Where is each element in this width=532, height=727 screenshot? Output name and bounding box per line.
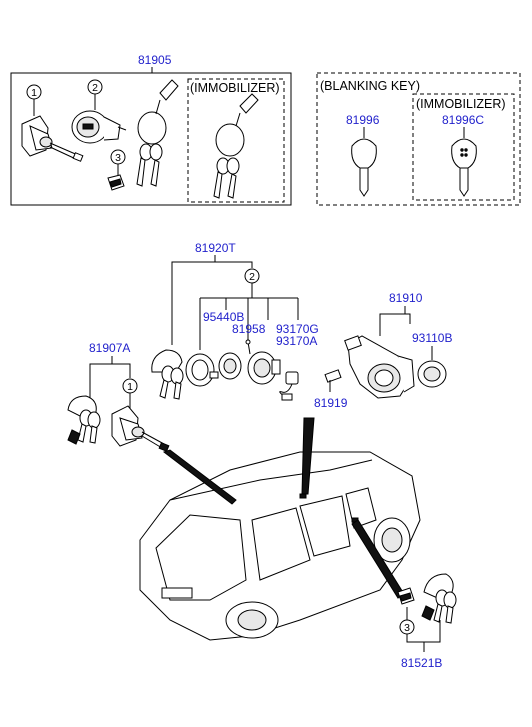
leader-81910-right	[405, 313, 411, 324]
key-set-immobilizer-top	[213, 93, 259, 199]
lock-clip-top	[107, 174, 125, 191]
lock-clip-bottom	[397, 587, 415, 605]
door-lock-cylinder-top	[21, 115, 84, 162]
steering-lock-body	[344, 335, 415, 399]
pin-81958	[245, 339, 251, 355]
door-lock-cylinder-mid	[111, 405, 170, 452]
part-number-81919[interactable]: 81919	[314, 396, 348, 410]
key-set-top	[136, 79, 179, 187]
blank-key-81996c	[451, 138, 477, 197]
immobilizer-coil-93110b	[417, 360, 447, 388]
part-number-93170a[interactable]: 93170A	[276, 334, 317, 348]
connector-81919	[324, 369, 342, 392]
leader-81920t-right	[215, 261, 253, 268]
leader-81907a-left	[89, 356, 113, 400]
ignition-switch-wire	[279, 371, 299, 401]
immobilizer-box-right	[412, 93, 515, 201]
ignition-lamp-housing	[247, 351, 281, 385]
part-number-95440b[interactable]: 95440B	[203, 310, 244, 324]
blank-key-81996	[351, 138, 377, 197]
part-number-81905[interactable]: 81905	[138, 53, 172, 67]
callout-2-mid: 2	[249, 271, 255, 283]
immobilizer-antenna-ring	[185, 353, 219, 387]
part-number-81996[interactable]: 81996	[346, 113, 380, 127]
callout-3-top: 3	[115, 152, 121, 164]
leader-81910-left	[379, 306, 406, 336]
part-number-81996c[interactable]: 81996C	[442, 113, 484, 127]
immobilizer-label-right: (IMMOBILIZER)	[416, 97, 506, 111]
pointer-arrow-tailgate	[162, 449, 237, 505]
key-set-mid	[151, 349, 184, 400]
ignition-cylinder-top	[71, 110, 127, 144]
callout-3-bottom: 3	[404, 622, 410, 634]
part-number-81920t[interactable]: 81920T	[195, 241, 236, 255]
leader-81907a-right	[112, 363, 131, 378]
vehicle-suv	[139, 451, 421, 641]
callout-2-top: 2	[92, 82, 98, 94]
ignition-cylinder-mid	[218, 352, 242, 380]
pointer-arrow-ignition	[301, 417, 315, 495]
leader-81920t-left	[171, 255, 216, 345]
part-number-81958[interactable]: 81958	[232, 322, 266, 336]
set-box-81905	[10, 72, 292, 206]
key-set-81907a	[67, 395, 101, 445]
part-number-81521b[interactable]: 81521B	[401, 656, 442, 670]
part-number-81910[interactable]: 81910	[389, 291, 423, 305]
part-number-93170g[interactable]: 93170G	[276, 322, 319, 336]
immobilizer-box-top	[187, 78, 285, 203]
key-set-81521b	[421, 573, 457, 624]
blanking-key-label: (BLANKING KEY)	[320, 79, 420, 93]
part-number-93110b[interactable]: 93110B	[412, 331, 452, 345]
blanking-key-box	[316, 72, 521, 206]
part-number-81907a[interactable]: 81907A	[89, 341, 130, 355]
callout-1-top: 1	[31, 87, 37, 99]
immobilizer-label-top: (IMMOBILIZER)	[190, 81, 280, 95]
callout-1-mid: 1	[127, 381, 133, 393]
